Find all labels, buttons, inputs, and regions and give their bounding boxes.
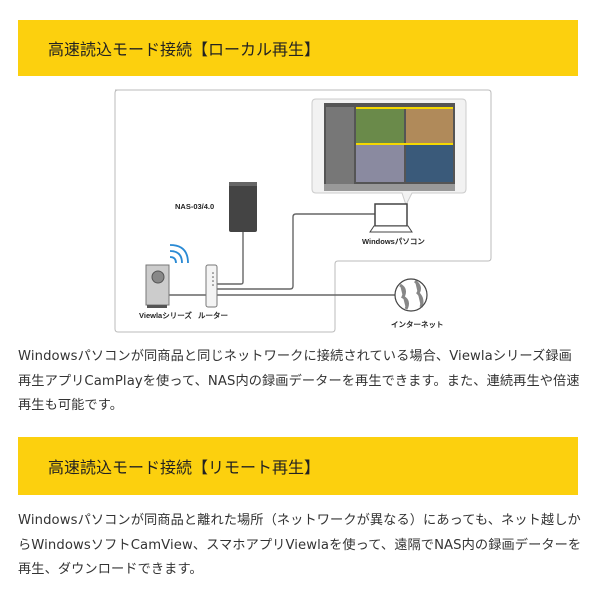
camplay-screenshot	[324, 103, 455, 191]
section-title: 高速読込モード接続【リモート再生】	[48, 458, 321, 477]
router-label: ルーター	[198, 310, 228, 320]
camera-label: Viewlaシリーズ	[139, 310, 192, 320]
internet-label: インターネット	[391, 319, 444, 329]
laptop-icon	[369, 203, 413, 233]
network-diagram: NAS-03/4.0 Windowsパソコン Viewlaシリーズ ルーター イ…	[114, 89, 492, 333]
section-heading-remote: 高速読込モード接続【リモート再生】	[18, 437, 578, 495]
globe-icon	[394, 278, 428, 312]
remote-description: Windowsパソコンが同商品と離れた場所（ネットワークが異なる）にあっても、ネ…	[18, 513, 582, 577]
nas-icon	[229, 182, 257, 232]
section-heading-local: 高速読込モード接続【ローカル再生】	[18, 20, 578, 76]
router-icon	[205, 264, 218, 308]
pc-label: Windowsパソコン	[362, 236, 425, 246]
local-description: Windowsパソコンが同商品と同じネットワークに接続されている場合、Viewl…	[18, 349, 580, 413]
nas-label: NAS-03/4.0	[175, 202, 214, 211]
camera-icon	[145, 264, 170, 308]
section-title: 高速読込モード接続【ローカル再生】	[48, 40, 321, 59]
wifi-icon	[169, 244, 189, 264]
